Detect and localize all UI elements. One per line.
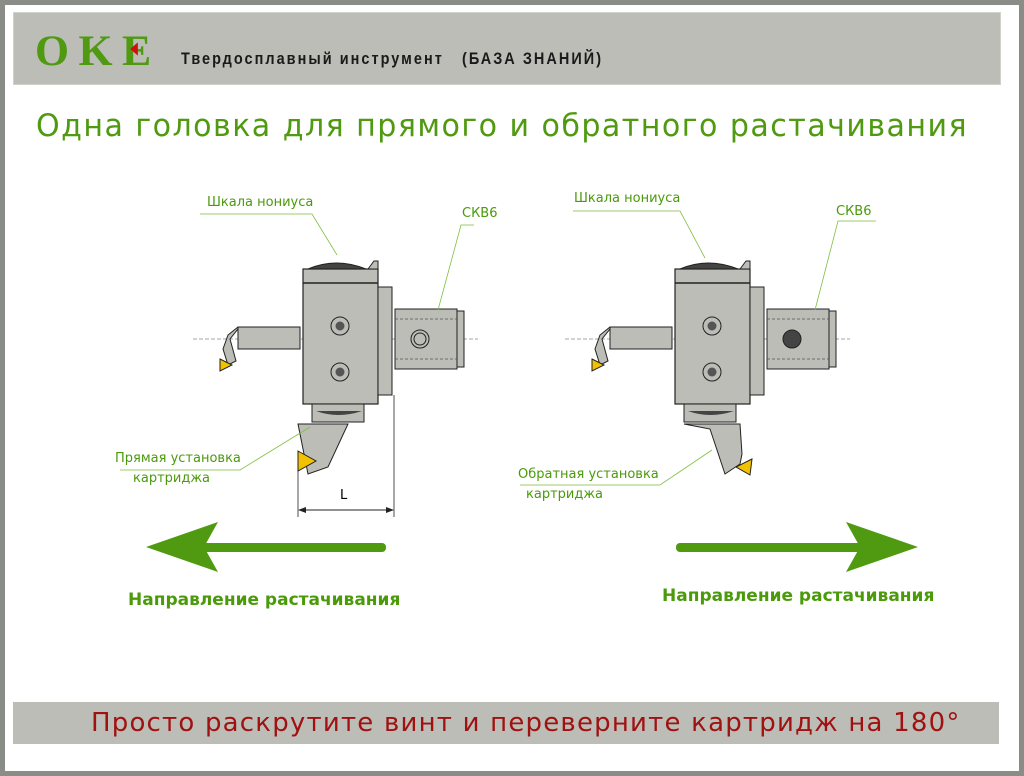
label-reverse-install: Обратная установка [518, 467, 659, 482]
slide [5, 5, 1019, 771]
footer-bar: Просто раскрутите винт и переверните кар… [13, 702, 999, 744]
label-cartridge-left: картриджа [133, 471, 211, 486]
header-bar: OKE Твердосплавный инструмент (БАЗА ЗНАН… [13, 12, 1001, 85]
label-vernier-scale-left: Шкала нониуса [207, 195, 314, 210]
dimension-L: L [340, 488, 348, 503]
header-subtitle: Твердосплавный инструмент (БАЗА ЗНАНИЙ) [181, 49, 604, 68]
direction-label-right: Направление растачивания [662, 586, 935, 606]
label-direct-install: Прямая установка [115, 451, 241, 466]
label-ckb6-right: СКВ6 [836, 204, 872, 219]
oke-logo: OKE [35, 29, 151, 69]
footer-text: Просто раскрутите винт и переверните кар… [91, 708, 961, 738]
direction-label-left: Направление растачивания [128, 590, 401, 610]
arrow-right-icon [676, 522, 918, 572]
label-vernier-scale-right: Шкала нониуса [574, 191, 681, 206]
arrow-left-icon [146, 522, 386, 572]
label-cartridge-right: картриджа [526, 487, 604, 502]
page-title: Одна головка для прямого и обратного рас… [36, 108, 969, 144]
label-ckb6-left: СКВ6 [462, 206, 498, 221]
